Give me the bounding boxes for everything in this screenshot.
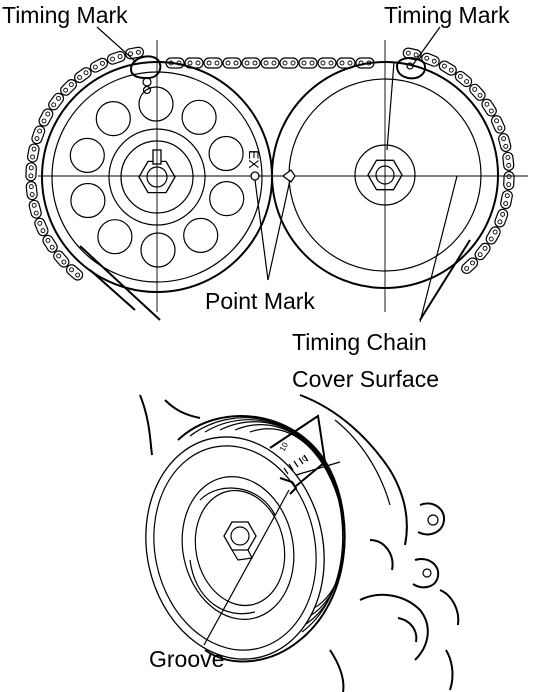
chain-link	[241, 57, 261, 69]
chain-link	[279, 57, 299, 69]
groove-label: Groove	[149, 646, 224, 672]
timing-mark-left-label: Timing Mark	[2, 2, 128, 28]
chain-link	[503, 171, 515, 191]
chain-link	[124, 46, 145, 60]
lightening-hole	[181, 99, 217, 135]
engine-block-outline	[139, 394, 460, 692]
chain-link	[469, 83, 486, 101]
chain-link	[298, 57, 318, 69]
chain-link	[38, 108, 54, 127]
chain-link	[25, 162, 37, 182]
timing-mark-right-label: Timing Mark	[384, 2, 510, 28]
chain-link	[26, 143, 40, 163]
chain-link	[260, 57, 280, 69]
chain-link	[490, 115, 506, 134]
chain-link	[42, 234, 58, 253]
lightening-hole	[140, 232, 176, 268]
chain-link	[485, 226, 501, 245]
chain-link	[454, 70, 473, 88]
lightening-hole	[138, 86, 174, 122]
lightening-hole	[183, 217, 219, 253]
chain-link	[48, 92, 65, 111]
chain-link	[222, 57, 242, 69]
chain-link	[498, 133, 512, 152]
scale-0-label: 0	[300, 454, 310, 463]
chain-link	[106, 50, 126, 65]
cover-surface-label-line1: Timing Chain	[292, 329, 427, 355]
chain-link	[60, 78, 77, 96]
lightening-hole	[97, 219, 133, 255]
chain-link	[25, 181, 38, 201]
chain-link	[28, 199, 42, 219]
point-marks: EX	[246, 150, 296, 183]
cover-surface-label-line2: Cover Surface	[292, 366, 439, 392]
lightening-hole	[69, 137, 105, 173]
crankshaft-pulley	[145, 415, 346, 663]
chain-link	[89, 57, 109, 73]
chain-link	[438, 60, 457, 76]
chain-link	[65, 264, 84, 281]
chain-link	[53, 250, 70, 268]
camshaft-sprockets-view: EX Timing Mark Timing Mark Point Mark Ti…	[2, 2, 528, 392]
chain-link	[73, 67, 92, 84]
chain-link	[502, 151, 515, 171]
lightening-hole	[70, 182, 106, 219]
chain-link	[317, 57, 337, 69]
chain-link	[421, 52, 440, 67]
chain-link	[494, 208, 509, 228]
lightening-hole	[208, 135, 244, 172]
chain-link	[34, 217, 49, 237]
chain-link	[481, 98, 497, 117]
left-timing-mark	[129, 55, 162, 95]
chain-link	[461, 257, 479, 275]
point-mark-label: Point Mark	[205, 288, 315, 314]
chain-link	[31, 125, 46, 145]
chain-link	[500, 190, 513, 210]
pulley-groove	[279, 477, 298, 495]
crankshaft-pulley-view: 10 0 Groove	[139, 394, 460, 692]
sprocket-lightening-holes	[69, 86, 245, 268]
right-timing-mark	[395, 57, 426, 80]
chain-link	[203, 57, 223, 69]
timing-chain	[25, 46, 515, 281]
lightening-hole	[95, 100, 131, 137]
lightening-hole	[209, 181, 245, 217]
chain-link	[474, 242, 491, 261]
ex-marker: EX	[246, 150, 262, 169]
